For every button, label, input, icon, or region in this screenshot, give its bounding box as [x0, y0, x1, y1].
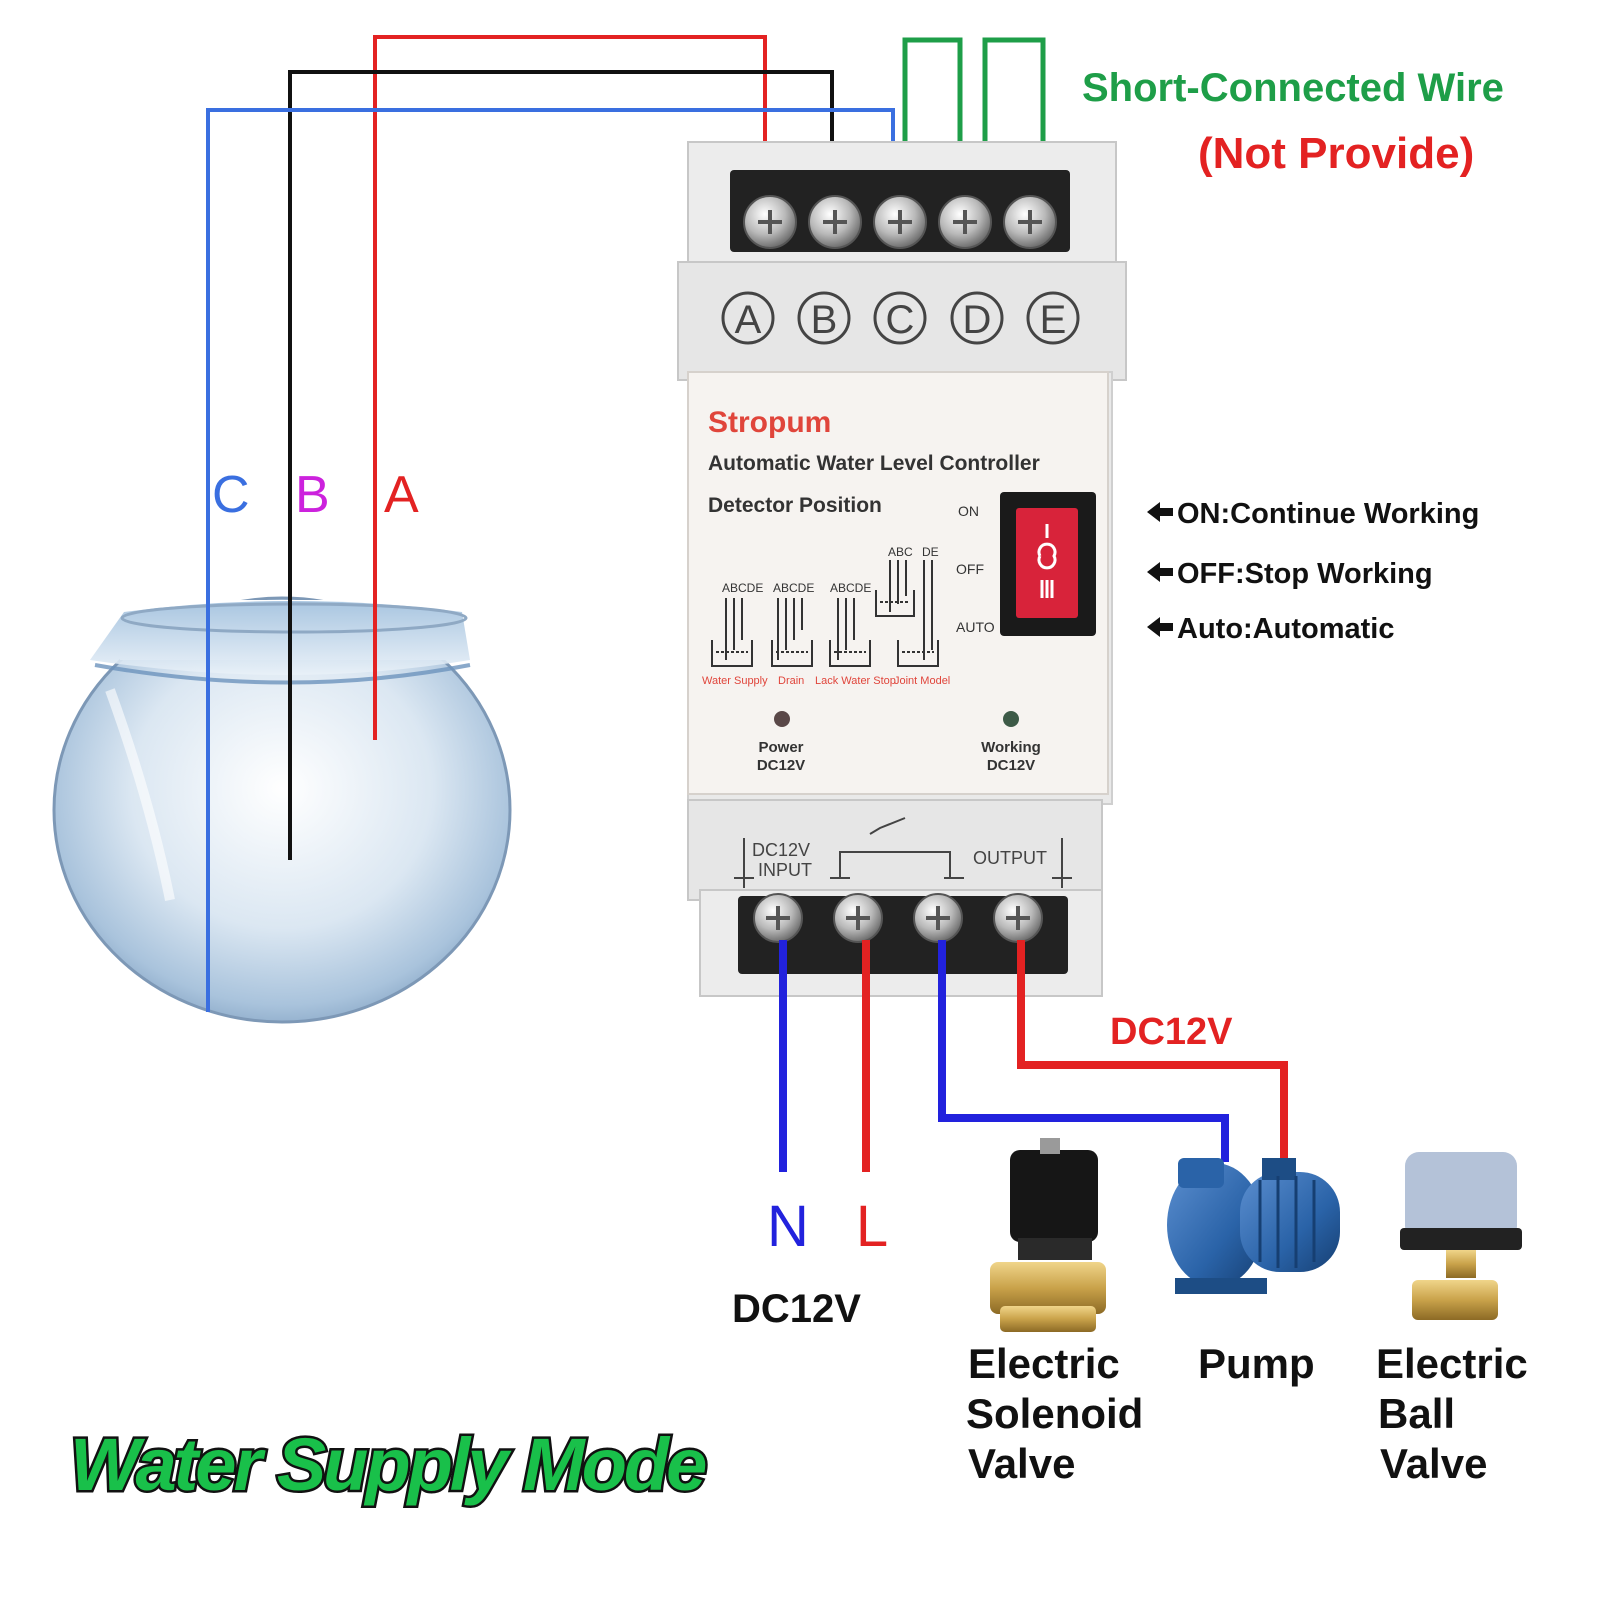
solenoid-label-line2: Solenoid [966, 1390, 1143, 1437]
output-wires [779, 940, 1288, 1172]
pump-dc12v-label: DC12V [1110, 1011, 1233, 1053]
water-bowl [52, 596, 512, 1024]
power-voltage: DC12V [757, 757, 805, 774]
live-label: L [856, 1194, 888, 1259]
neutral-label: N [767, 1194, 809, 1259]
mini-abcde-2: ABCDE [773, 581, 814, 595]
ball-valve-label-line1: Electric [1376, 1340, 1528, 1387]
auto-note: Auto:Automatic [1177, 613, 1394, 645]
terminal-c-label: C [886, 298, 915, 342]
off-note: OFF:Stop Working [1177, 558, 1433, 590]
solenoid-label-line3: Valve [968, 1440, 1075, 1487]
io-markings [734, 817, 1072, 888]
working-voltage: DC12V [987, 757, 1035, 774]
power-led [774, 711, 790, 727]
mode-drain: Drain [778, 675, 804, 687]
top-terminal-labels: A B C D E [721, 291, 1080, 345]
probe-c-label: C [212, 466, 250, 524]
brand-name: Stropum [708, 406, 831, 439]
input-label-volt: DC12V [752, 840, 810, 860]
terminal-e-label: E [1040, 298, 1067, 342]
solenoid-label-line1: Electric [968, 1340, 1120, 1387]
mini-abc: ABC [888, 545, 913, 559]
switch-on-label: ON [958, 503, 979, 519]
input-label-text: INPUT [758, 860, 812, 880]
short-connected-wires [902, 37, 1046, 182]
pump-image [1167, 1158, 1340, 1294]
not-provide-label: (Not Provide) [1198, 129, 1474, 178]
short-wire-label: Short-Connected Wire [1082, 66, 1504, 110]
probe-a-label: A [384, 466, 419, 524]
switch-auto-label: AUTO [956, 619, 995, 635]
rocker-switch[interactable] [1000, 492, 1096, 636]
output-label: OUTPUT [973, 848, 1047, 868]
mini-abcde-3: ABCDE [830, 581, 871, 595]
mode-lack-water-stop: Lack Water Stop [815, 675, 896, 687]
ball-valve-label-line3: Valve [1380, 1440, 1487, 1487]
top-terminal-screws [743, 195, 1057, 249]
detector-position-label: Detector Position [708, 494, 882, 517]
ball-valve-label-line2: Ball [1378, 1390, 1455, 1437]
bottom-terminal-screws [753, 893, 1043, 943]
probe-b-label: B [295, 466, 330, 524]
terminal-b-label: B [811, 298, 838, 342]
mini-de: DE [922, 545, 939, 559]
pump-label: Pump [1198, 1340, 1315, 1387]
switch-note-arrows [1147, 502, 1173, 637]
switch-off-label: OFF [956, 561, 984, 577]
solenoid-valve-image [990, 1138, 1106, 1332]
supply-dc12v-label: DC12V [732, 1287, 861, 1331]
on-note: ON:Continue Working [1177, 498, 1479, 530]
mode-water-supply: Water Supply [702, 675, 768, 687]
controller-title: Automatic Water Level Controller [708, 452, 1040, 475]
working-led [1003, 711, 1019, 727]
mode-title: Water Supply Mode [70, 1423, 706, 1506]
ball-valve-image [1400, 1152, 1522, 1320]
terminal-d-label: D [963, 298, 992, 342]
mode-joint-model: Joint Model [894, 675, 950, 687]
working-label: Working [981, 739, 1041, 756]
mini-abcde-1: ABCDE [722, 581, 763, 595]
terminal-a-label: A [735, 298, 762, 342]
power-label: Power [758, 739, 803, 756]
detector-mode-diagrams: ABCDE ABCDE ABCDE ABC DE [711, 545, 939, 667]
